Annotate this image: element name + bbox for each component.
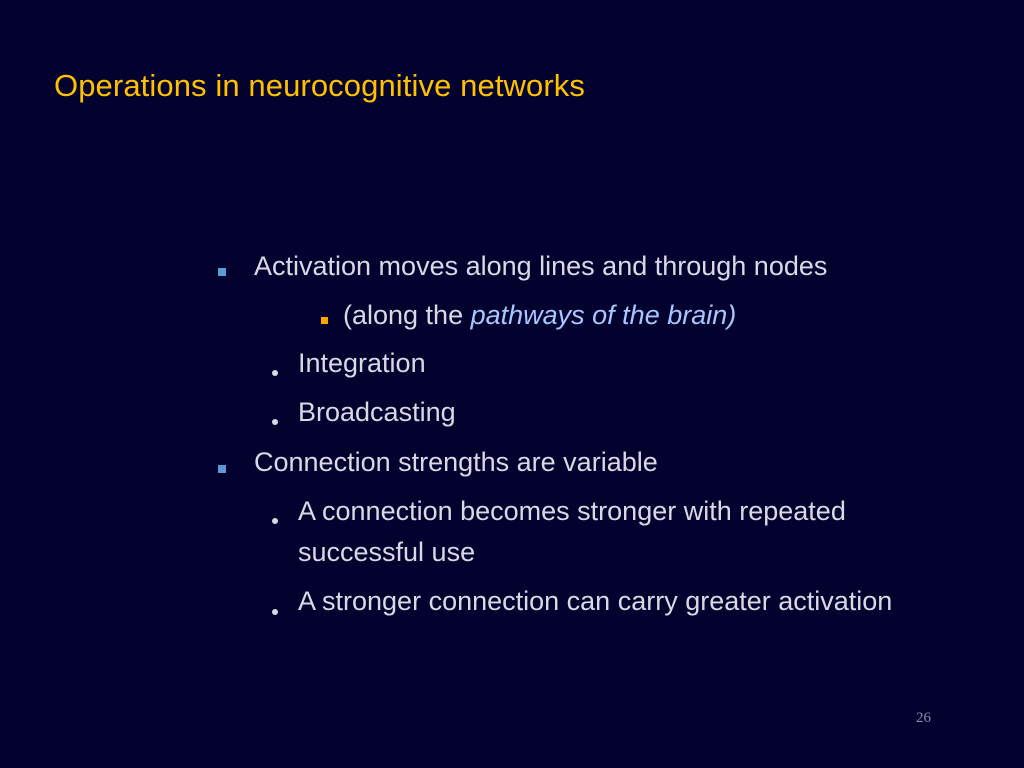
bullet-integration: Integration [298,348,426,378]
bullet-broadcasting: Broadcasting [298,397,456,427]
bullet-connection-strengths: Connection strengths are variable [254,447,658,477]
square-bullet-icon [321,298,328,332]
slide-title: Operations in neurocognitive networks [54,68,585,103]
sub-bullet-pathways: (along the pathways of the brain) [343,298,736,332]
dot-bullet-icon [272,350,278,384]
bullet-repeated-use-line2: successful use [298,537,476,567]
square-bullet-icon [218,250,226,284]
dot-bullet-icon [272,399,278,433]
sub-bullet-prefix: (along the [343,300,471,330]
pathways-emphasis: pathways of the brain) [470,300,737,330]
square-bullet-icon [218,447,226,481]
page-number: 26 [916,710,931,726]
dot-bullet-icon [272,589,278,623]
dot-bullet-icon [272,498,278,532]
bullet-activation: Activation moves along lines and through… [254,251,828,281]
bullet-repeated-use-line1: A connection becomes stronger with repea… [298,496,846,526]
bullet-greater-activation: A stronger connection can carry greater … [298,586,893,616]
